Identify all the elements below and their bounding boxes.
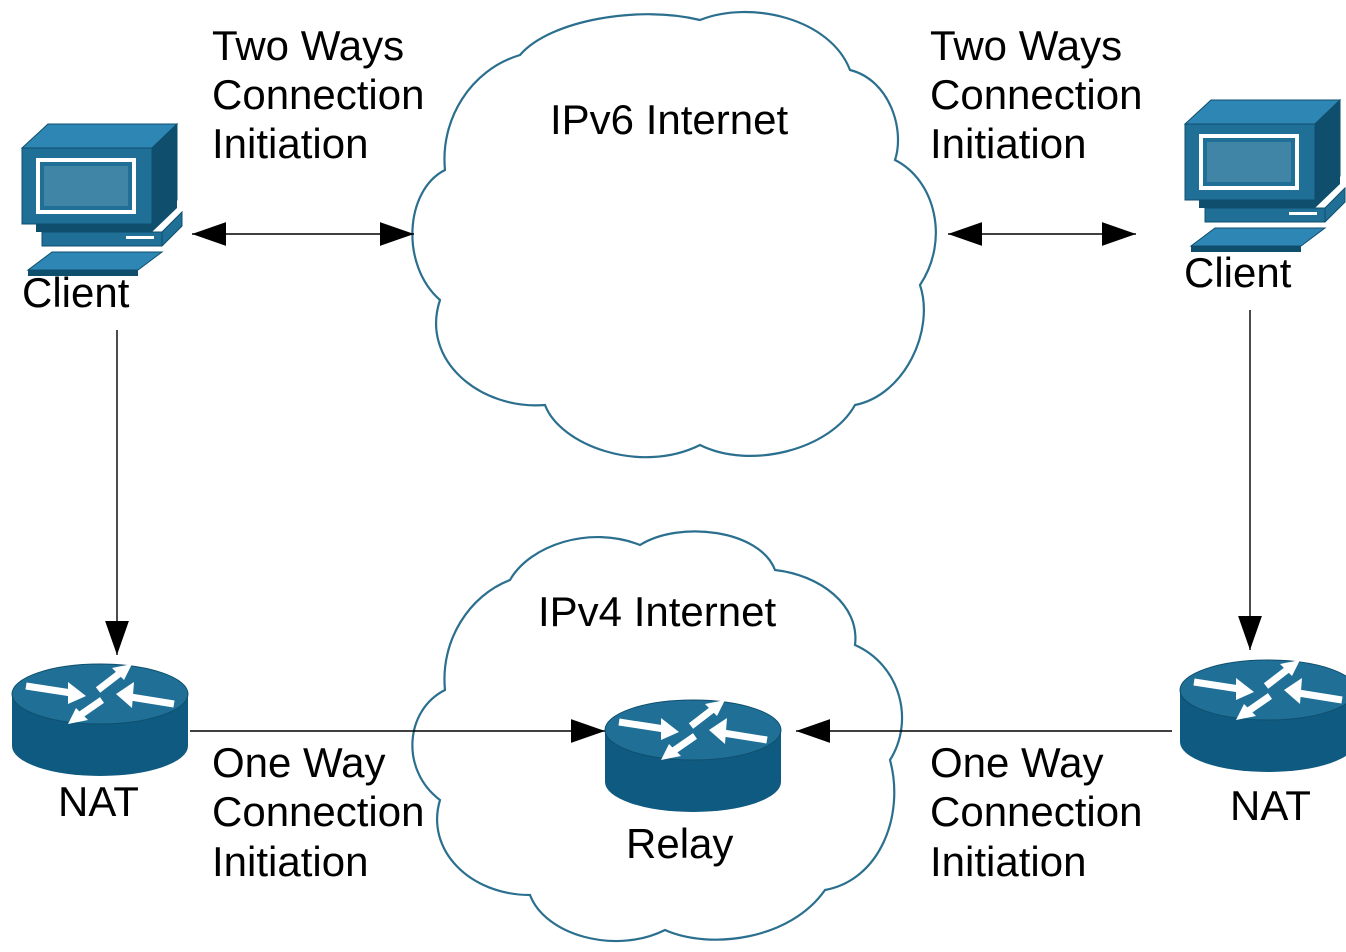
right-client-computer-icon [1184, 99, 1346, 253]
left-client-computer-icon [21, 123, 183, 277]
left-nat-router-icon [12, 664, 188, 776]
two-way-left-line-2: Connection [212, 71, 424, 118]
ipv4-cloud-label: IPv4 Internet [538, 588, 776, 635]
relay-label: Relay [626, 820, 733, 867]
right-nat-router-icon [1180, 660, 1346, 772]
one-way-right-line-1: One Way [930, 739, 1104, 786]
one-way-left-line-1: One Way [212, 739, 386, 786]
two-way-right-line-3: Initiation [930, 120, 1086, 167]
one-way-left-line-2: Connection [212, 788, 424, 835]
two-way-left-line-1: Two Ways [212, 22, 404, 69]
one-way-left-line-3: Initiation [212, 838, 368, 885]
left-nat-label: NAT [58, 778, 139, 825]
right-client-label: Client [1184, 249, 1292, 296]
left-client-label: Client [22, 269, 130, 316]
two-way-left-line-3: Initiation [212, 120, 368, 167]
ipv6-cloud [411, 10, 937, 459]
one-way-right-line-3: Initiation [930, 838, 1086, 885]
two-way-right-line-1: Two Ways [930, 22, 1122, 69]
right-nat-label: NAT [1230, 782, 1311, 829]
relay-router-icon [605, 700, 781, 812]
one-way-right-line-2: Connection [930, 788, 1142, 835]
ipv6-cloud-label: IPv6 Internet [550, 96, 788, 143]
two-way-right-line-2: Connection [930, 71, 1142, 118]
